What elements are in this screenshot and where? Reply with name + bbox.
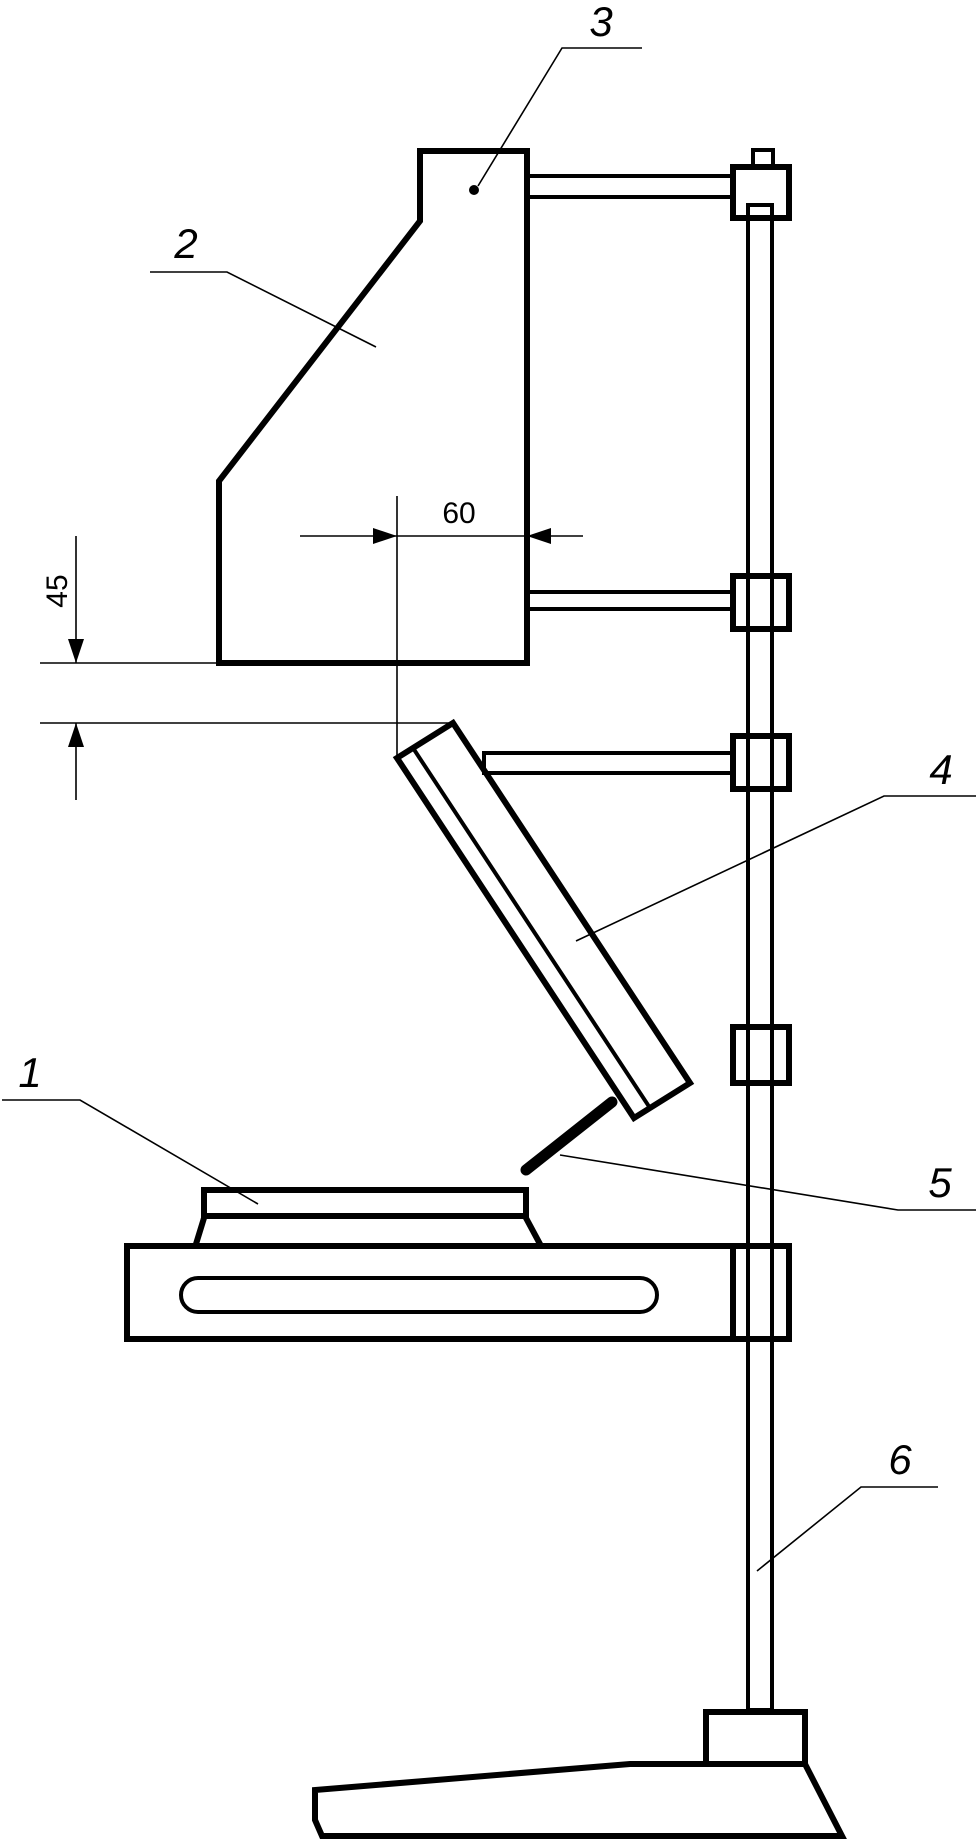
base: [312, 1709, 847, 1839]
nozzle: [520, 1096, 618, 1176]
callout-1: 1: [2, 1049, 259, 1205]
dimension-45: 45: [40, 536, 453, 800]
column: [746, 148, 775, 1712]
inclined-lamp: [392, 718, 695, 1123]
clamp-middle: [730, 573, 792, 632]
callout-5: 5: [559, 1154, 976, 1211]
platform: [124, 1243, 792, 1342]
callout-4-number: 4: [929, 746, 952, 793]
callout-3-number: 3: [589, 0, 612, 45]
clamp-lamp: [730, 733, 792, 792]
dimension-60-label: 60: [442, 497, 475, 530]
arm-lamp: [482, 751, 735, 775]
callout-6: 6: [756, 1436, 938, 1572]
dimension-60: 60: [300, 496, 583, 756]
arm-middle: [526, 590, 735, 611]
callout-2: 2: [150, 220, 377, 348]
callout-6-number: 6: [888, 1436, 912, 1483]
callout-4: 4: [575, 746, 976, 942]
dimension-45-label: 45: [41, 574, 74, 607]
callout-3: 3: [477, 0, 642, 187]
callout-1-number: 1: [18, 1049, 41, 1096]
cone-stand: [192, 1187, 545, 1249]
hood-point-dot: [469, 185, 479, 195]
callout-5-number: 5: [928, 1159, 952, 1206]
hood: [216, 148, 530, 666]
clamp-top: [730, 164, 792, 221]
callout-2-number: 2: [173, 220, 197, 267]
clamp-lower: [730, 1024, 792, 1086]
arm-top: [526, 174, 735, 199]
